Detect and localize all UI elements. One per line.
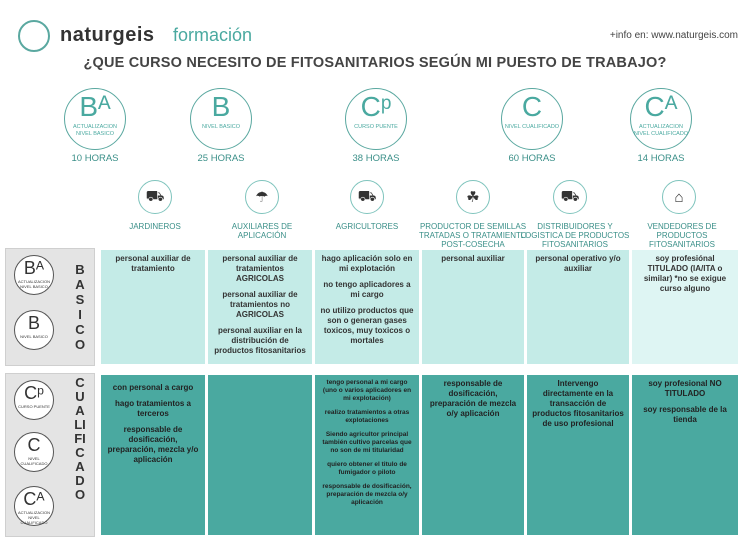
info-link[interactable]: +info en: www.naturgeis.com bbox=[609, 30, 738, 41]
hours-label: 25 HORAS bbox=[197, 153, 245, 164]
basic-cell-jardineros: personal auxiliar de tratamiento bbox=[101, 250, 205, 364]
qualified-cell-agricultores: tengo personal a mi cargo (uno o varios … bbox=[315, 375, 419, 535]
sprayer-icon: ☂ bbox=[245, 180, 279, 214]
hours-label: 14 HORAS bbox=[637, 153, 685, 164]
cell-text: con personal a cargo bbox=[112, 383, 194, 392]
cell-text: personal operativo y/o auxiliar bbox=[535, 254, 621, 273]
cell-text: responsable de dosificación, preparación… bbox=[429, 379, 517, 418]
qualified-vertical-label: CUALIFICADO bbox=[74, 375, 86, 502]
basic-cell-semillas: personal auxiliar bbox=[422, 250, 524, 364]
graduation-cap-icon bbox=[18, 20, 50, 52]
seeds-icon: ☘ bbox=[456, 180, 490, 214]
truck-icon: ⛟ bbox=[553, 180, 587, 214]
cell-text: personal auxiliar bbox=[441, 254, 505, 263]
lawnmower-icon: ⛟ bbox=[138, 180, 172, 214]
job-label: AUXILIARES DE APLICACIÓN bbox=[231, 222, 293, 240]
job-label: DISTRIBUIDORES Y LOGISTICA DE PRODUCTOS … bbox=[520, 222, 630, 249]
qualified-cell-distribuidores: Intervengo directamente en la transacció… bbox=[527, 375, 629, 535]
hours-label: 10 HORAS bbox=[71, 153, 119, 164]
cell-text: personal auxiliar de tratamientos no AGR… bbox=[222, 290, 298, 319]
cell-text: no utilizo productos que son o generan g… bbox=[320, 306, 414, 345]
qualified-cell-auxiliares bbox=[208, 375, 312, 535]
cell-text: personal auxiliar en la distribución de … bbox=[214, 326, 306, 355]
cell-text: hago tratamientos a terceros bbox=[114, 399, 191, 418]
tractor-icon: ⛟ bbox=[350, 180, 384, 214]
job-label: PRODUCTOR DE SEMILLAS TRATADAS O TRATAMI… bbox=[418, 222, 527, 249]
cell-text: Intervengo directamente en la transacció… bbox=[532, 379, 624, 428]
hours-label: 38 HORAS bbox=[352, 153, 400, 164]
qualified-cell-jardineros: con personal a cargo hago tratamientos a … bbox=[101, 375, 205, 535]
cell-text: quiero obtener el titulo de fumigador o … bbox=[327, 461, 407, 476]
qualified-cell-semillas: responsable de dosificación, preparación… bbox=[422, 375, 524, 535]
cell-text: hago aplicación solo en mi explotación bbox=[321, 254, 413, 273]
cell-text: soy profesional NO TITULADO bbox=[648, 379, 722, 398]
cell-text: realizo tratamientos a otras explotacion… bbox=[324, 409, 410, 424]
basic-cell-auxiliares: personal auxiliar de tratamientos AGRICO… bbox=[208, 250, 312, 364]
cell-text: soy responsable de la tienda bbox=[643, 405, 727, 424]
cell-text: responsable de dosificación, preparación… bbox=[322, 483, 412, 506]
cell-text: Siendo agricultor principal también cult… bbox=[322, 431, 412, 454]
cell-text: no tengo aplicadores a mi cargo bbox=[323, 280, 411, 299]
shop-icon: ⌂ bbox=[662, 180, 696, 214]
cell-text: tengo personal a mi cargo (uno o varios … bbox=[322, 379, 412, 402]
cell-text: personal auxiliar de tratamiento bbox=[115, 254, 191, 273]
job-label: JARDINEROS bbox=[129, 222, 181, 231]
cell-text: responsable de dosificación, preparación… bbox=[107, 425, 199, 464]
brand-name: naturgeis bbox=[60, 24, 155, 46]
basic-vertical-label: BASICO bbox=[74, 262, 86, 352]
basic-cell-agricultores: hago aplicación solo en mi explotación no… bbox=[315, 250, 419, 364]
page-title: ¿QUE CURSO NECESITO DE FITOSANITARIOS SE… bbox=[83, 55, 667, 71]
cell-text: personal auxiliar de tratamientos AGRICO… bbox=[222, 254, 298, 283]
basic-cell-distribuidores: personal operativo y/o auxiliar bbox=[527, 250, 629, 364]
qualified-cell-vendedores: soy profesional NO TITULADO soy responsab… bbox=[632, 375, 738, 535]
brand-subtitle: formación bbox=[173, 25, 253, 45]
basic-cell-vendedores: soy profesiónal TITULADO (IA/ITA o simil… bbox=[632, 250, 738, 364]
job-label: VENDEDORES DE PRODUCTOS FITOSANITARIOS bbox=[647, 222, 717, 249]
job-label: AGRICULTORES bbox=[335, 222, 399, 231]
cell-text: soy profesiónal TITULADO (IA/ITA o simil… bbox=[643, 254, 727, 293]
hours-label: 60 HORAS bbox=[508, 153, 556, 164]
